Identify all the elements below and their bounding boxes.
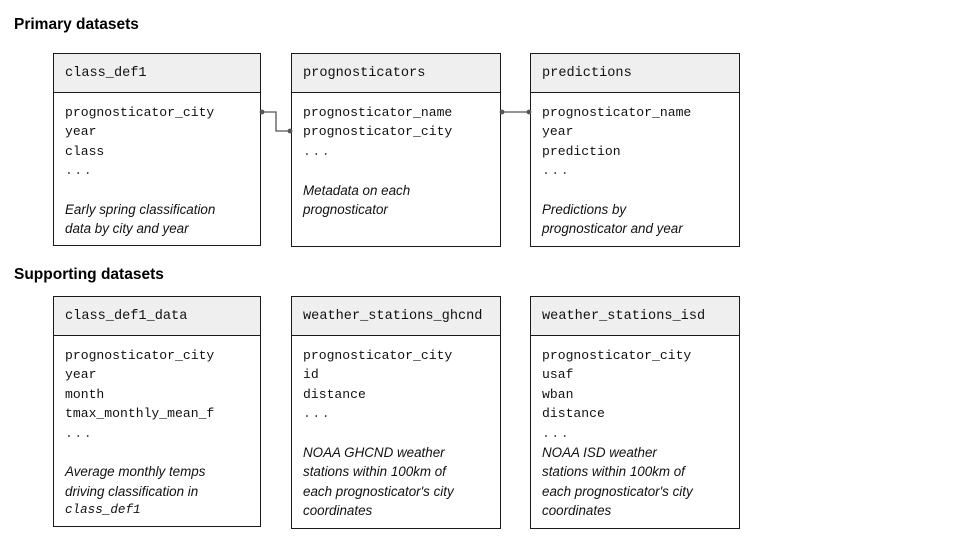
field-item: id	[303, 367, 319, 383]
entity-header: weather_stations_ghcnd	[292, 297, 500, 336]
field-item: prognosticator_city	[65, 348, 215, 363]
entity-header: predictions	[531, 54, 739, 93]
entity-body: prognosticator_name prognosticator_city..…	[292, 93, 500, 227]
field-item: distance	[542, 406, 605, 422]
field-item: prognosticator_city	[303, 124, 453, 140]
field-ellipsis: ...	[65, 163, 94, 179]
description-line: prognosticator and year	[542, 221, 683, 237]
section-heading-supporting: Supporting datasets	[14, 266, 164, 283]
field-list: prognosticator_name prognosticator_city..…	[303, 103, 489, 161]
field-item: prognosticator_city	[65, 105, 215, 120]
description-line-code: class_def1	[65, 503, 141, 518]
field-item: year	[542, 124, 574, 140]
field-item: usaf	[542, 367, 574, 383]
entity-header: class_def1_data	[54, 297, 260, 336]
field-ellipsis: ...	[542, 425, 571, 441]
field-item: year	[65, 367, 97, 383]
field-ellipsis: ...	[542, 163, 571, 179]
description-line: Early spring classification	[65, 202, 216, 218]
entity-title: weather_stations_isd	[542, 308, 706, 324]
field-item: prognosticator_city	[303, 348, 453, 363]
field-item: prognosticator_city	[542, 348, 692, 363]
entity-title: class_def1	[65, 65, 147, 81]
field-item: distance	[303, 386, 366, 402]
entity-title: weather_stations_ghcnd	[303, 308, 483, 324]
entity-description: Average monthly temps driving classificat…	[65, 462, 249, 520]
description-line: prognosticator	[303, 202, 388, 218]
description-line: coordinates	[542, 503, 612, 519]
description-line: stations within 100km of	[542, 464, 685, 480]
field-item: prediction	[542, 143, 621, 159]
entity-title: prognosticators	[303, 65, 426, 81]
field-item: class	[65, 143, 105, 159]
description-line: Predictions by	[542, 202, 627, 218]
field-item: year	[65, 124, 97, 140]
connector-line	[262, 111, 290, 132]
entity-box-weather-stations-isd[interactable]: weather_stations_isd prognosticator_city…	[530, 296, 740, 529]
description-line: coordinates	[303, 503, 373, 519]
description-line: driving classification in	[65, 483, 199, 499]
entity-description: NOAA ISD weather stations within 100km of…	[542, 443, 728, 521]
entity-header: class_def1	[54, 54, 260, 93]
entity-title: predictions	[542, 65, 632, 81]
field-ellipsis: ...	[303, 406, 332, 422]
entity-description: NOAA GHCND weather stations within 100km …	[303, 443, 489, 521]
entity-description: Metadata on each prognosticator	[303, 181, 489, 220]
section-heading-primary: Primary datasets	[14, 16, 139, 33]
field-ellipsis: ...	[65, 425, 94, 441]
field-item: month	[65, 386, 105, 402]
description-line: Metadata on each	[303, 182, 411, 198]
field-item: prognosticator_name	[303, 105, 453, 120]
entity-description: Predictions by prognosticator and year	[542, 200, 728, 239]
description-line: stations within 100km of	[303, 464, 446, 480]
description-line: Average monthly temps	[65, 464, 206, 480]
entity-header: prognosticators	[292, 54, 500, 93]
entity-header: weather_stations_isd	[531, 297, 739, 336]
field-item: prognosticator_name	[542, 105, 692, 120]
entity-description: Early spring classification data by city …	[65, 200, 249, 239]
description-line: NOAA GHCND weather	[303, 445, 445, 461]
field-item: tmax_monthly_mean_f	[65, 406, 215, 422]
description-line: each prognosticator's city	[303, 483, 454, 499]
description-line: each prognosticator's city	[542, 483, 693, 499]
entity-box-weather-stations-ghcnd[interactable]: weather_stations_ghcnd prognosticator_ci…	[291, 296, 501, 529]
description-line: NOAA ISD weather	[542, 445, 657, 461]
description-line: data by city and year	[65, 221, 189, 237]
field-ellipsis: ...	[303, 143, 332, 159]
entity-title: class_def1_data	[65, 308, 188, 324]
field-item: wban	[542, 386, 574, 402]
